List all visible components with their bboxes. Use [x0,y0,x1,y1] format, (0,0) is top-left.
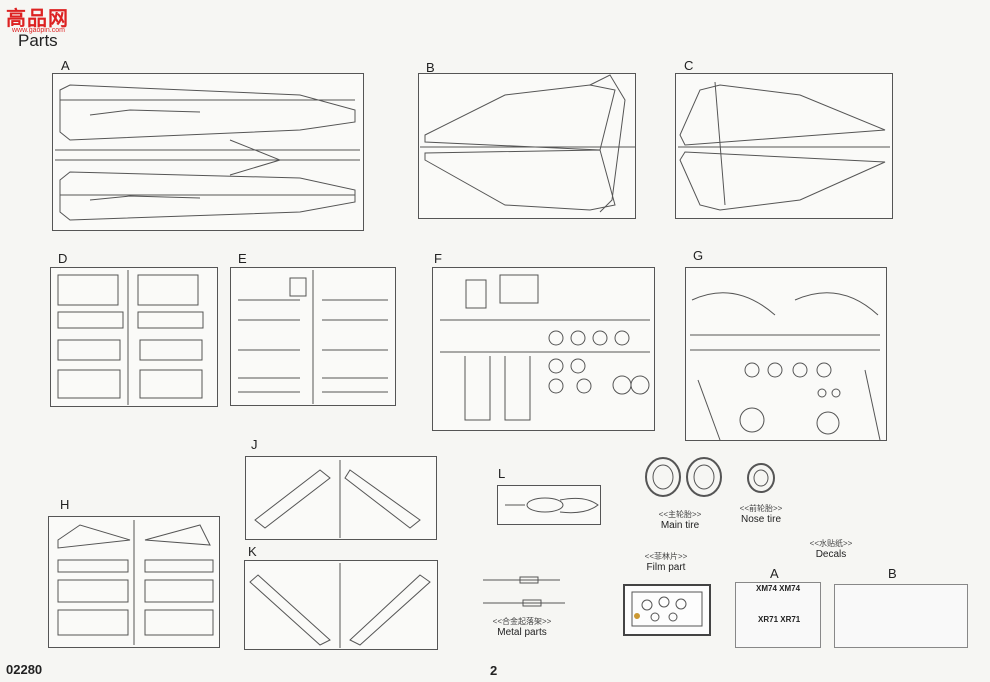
sprue-g-frame [685,267,887,441]
film-part-caption: Film part [646,562,686,573]
sprue-label-a: A [61,58,70,73]
sprue-k-parts [249,563,431,648]
sprue-label-k: K [248,544,257,559]
sprue-label-b: B [426,60,435,75]
film-part-caption-cn: <<菲林片>> [644,552,688,561]
sprue-l-parts [505,497,599,514]
decals-caption-cn: <<水贴纸>> [809,539,853,548]
sprue-f-parts [440,274,650,421]
sprue-d-parts [57,270,204,405]
decal-label-a: A [770,566,779,581]
tires [645,457,775,497]
sprue-c-parts [678,81,890,211]
page-number: 2 [490,663,498,678]
metal-parts-caption-cn: <<合金起落架>> [492,617,552,626]
product-code: 02280 [6,662,43,677]
decal-sheet-a [735,582,821,648]
metal-parts-caption: Metal parts [497,627,547,638]
sprue-label-c: C [684,58,694,73]
sprue-label-g: G [693,248,704,263]
main-tire-caption: Main tire [660,520,700,531]
page-title: Parts [18,31,58,50]
sprue-j-frame [245,456,437,540]
sprue-h-parts [57,520,214,645]
sprue-a-frame [52,73,364,231]
sprue-label-d: D [58,251,68,266]
nose-tire-caption-cn: <<前轮胎>> [739,504,783,513]
sprue-d-frame [50,267,218,407]
main-tire-caption-cn: <<主轮胎>> [658,510,702,519]
decal-label-b: B [888,566,897,581]
site-logo-url: www.gaopin.com [12,27,65,34]
decal-a-text-top: XM74 XM74 [756,584,801,593]
decals-caption: Decals [815,549,847,560]
sprue-j-parts [254,460,421,538]
film-part-art [623,584,711,636]
decal-a-text-mid: XR71 XR71 [758,615,801,624]
sprue-g-parts [690,292,881,441]
nose-tire-caption: Nose tire [740,514,781,525]
sprue-b-frame [418,73,636,219]
site-logo: 高品网 [6,8,69,30]
sprue-c-frame [675,73,893,219]
sprue-label-l: L [498,466,506,481]
sprue-e-parts [238,270,388,404]
sprue-f-frame [432,267,655,431]
sprue-label-j: J [251,437,258,452]
sprue-a-parts [55,84,360,221]
sprue-label-f: F [434,251,442,266]
sprue-k-frame [244,560,438,650]
metal-gear-parts [483,576,565,607]
sprue-b-parts [420,74,635,213]
sprue-label-h: H [60,497,70,512]
decal-sheet-b [834,584,968,648]
sprue-label-e: E [238,251,247,266]
